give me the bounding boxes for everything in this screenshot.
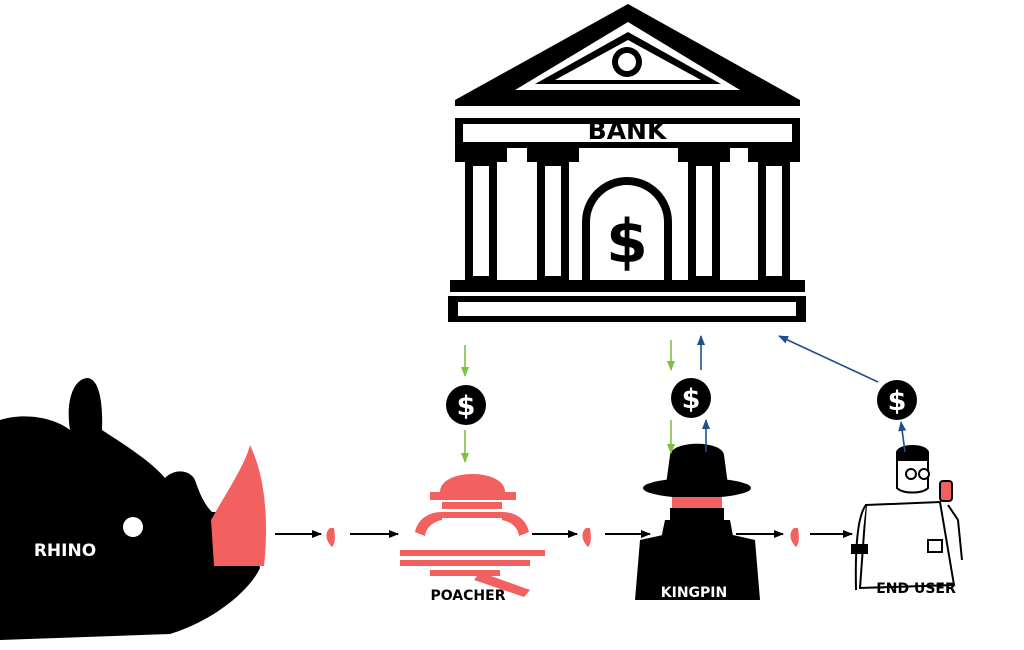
bank-dollar-sign: $ [606, 207, 648, 277]
dollar-coin-icon [446, 385, 486, 425]
dollar-sign: $ [682, 384, 701, 415]
end-user-icon [851, 445, 963, 591]
bank-label: BANK [588, 116, 668, 145]
arrow-end-user-money-to-bank [778, 335, 879, 383]
poacher-label: POACHER [431, 588, 506, 604]
horn-icon [790, 528, 799, 547]
dollar-coin-icon [671, 378, 711, 418]
dollar-sign: $ [457, 391, 476, 422]
dollar-sign: $ [888, 386, 907, 417]
bank-building-icon [448, 4, 806, 322]
horn-icon [582, 528, 591, 547]
arrow-end-user-to-money [898, 421, 907, 453]
kingpin-label: KINGPIN [661, 585, 727, 601]
horn-icon [326, 528, 335, 547]
dollar-coin-kingpin: $ [671, 378, 711, 418]
kingpin-spy-icon [635, 443, 760, 600]
end-user-label: END USER [876, 581, 956, 597]
money-flow-arrows [461, 335, 907, 463]
dollar-coin-poacher: $ [446, 385, 486, 425]
dollar-coin-icon [877, 380, 917, 420]
rhino-label: RHINO [34, 541, 96, 561]
dollar-coin-end-user: $ [877, 380, 917, 420]
rhino-icon [0, 378, 267, 640]
poacher-icon [400, 474, 545, 597]
